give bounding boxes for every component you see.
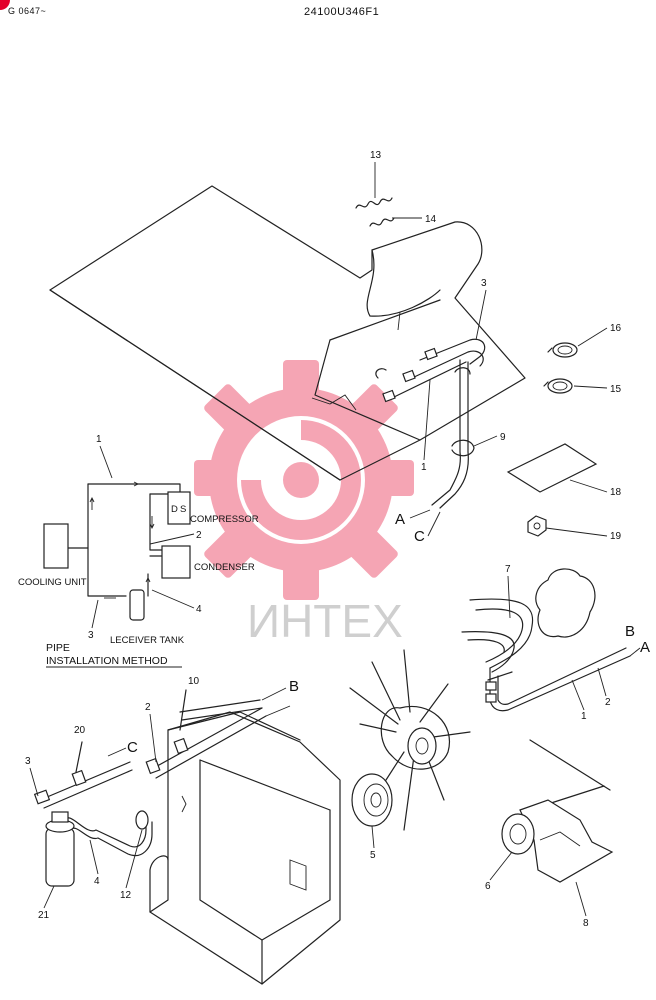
schematic-callout-1: 1	[96, 434, 102, 445]
connection-letter-a-right: A	[640, 639, 650, 656]
callout-3-lower: 3	[25, 756, 31, 767]
receiver-tank-box	[129, 589, 145, 621]
compressor-bracket	[501, 739, 614, 883]
callout-18: 18	[610, 487, 622, 498]
callout-15: 15	[610, 384, 622, 395]
condenser-radiator	[149, 699, 341, 985]
callout-7: 7	[505, 564, 511, 575]
port-s-label: S	[180, 504, 186, 515]
compressor-label: COMPRESSOR	[190, 514, 259, 525]
callout-3-top: 3	[481, 278, 487, 289]
callout-1-right: 1	[581, 711, 587, 722]
condenser-label: CONDENSER	[194, 562, 255, 573]
callout-6: 6	[485, 881, 491, 892]
condenser-box	[161, 545, 191, 579]
callout-16: 16	[610, 323, 622, 334]
schematic-callout-4: 4	[196, 604, 202, 615]
connection-letter-c-lower: C	[127, 739, 138, 756]
part-code-label: 24100U346F1	[304, 6, 380, 18]
callout-12: 12	[120, 890, 132, 901]
callout-14: 14	[425, 214, 437, 225]
port-d-label: D	[171, 504, 178, 515]
schematic-callout-2: 2	[196, 530, 202, 541]
pipe-installation-schematic: D S COMPRESSOR CONDENSER COOLING UNIT LE…	[18, 434, 259, 668]
receiver-tank-label: LECEIVER TANK	[110, 635, 185, 646]
schematic-callout-3: 3	[88, 630, 94, 641]
callout-13: 13	[370, 150, 382, 161]
cab-hose-assembly	[375, 338, 486, 509]
cooling-unit-box	[43, 523, 69, 569]
callout-5: 5	[370, 850, 376, 861]
callout-10: 10	[188, 676, 200, 687]
nut-19	[527, 515, 547, 537]
serial-range-label: G 0647~	[8, 6, 47, 16]
connection-letter-b-lower: B	[289, 678, 299, 695]
compressor-box	[167, 491, 191, 525]
callout-9: 9	[500, 432, 506, 443]
callout-20: 20	[74, 725, 86, 736]
fan-and-pulley	[349, 649, 471, 831]
callout-21: 21	[38, 910, 50, 921]
callout-labels: 13 14 3 16 15 9 1 18 19 7 1 2 5	[25, 150, 622, 929]
connection-letter-c-top: C	[414, 528, 425, 545]
band-clamps-15-16	[543, 342, 578, 394]
receiver-piping	[33, 689, 291, 857]
callout-2-lower: 2	[145, 702, 151, 713]
callout-1-top: 1	[421, 462, 427, 473]
callout-8: 8	[583, 918, 589, 929]
watermark-gear-logo	[194, 360, 414, 600]
watermark-text: ИНТЕХ	[247, 595, 403, 647]
receiver-tank-21	[45, 811, 75, 887]
schematic-title-line2: INSTALLATION METHOD	[46, 655, 168, 667]
connection-letter-a-top: A	[395, 511, 405, 528]
cover-plate-18	[506, 443, 598, 493]
cooling-unit-label: COOLING UNIT	[18, 577, 87, 588]
hose-clips-13-14	[355, 197, 395, 227]
corner-mark	[0, 0, 10, 10]
connection-letters: A C B A B C	[107, 509, 650, 757]
connection-letter-b-right: B	[625, 623, 635, 640]
callout-2-right: 2	[605, 697, 611, 708]
cab-floor-panel	[49, 185, 526, 481]
callout-4-lower: 4	[94, 876, 100, 887]
callout-19: 19	[610, 531, 622, 542]
schematic-title-line1: PIPE	[46, 642, 70, 654]
compressor-hose-assembly	[461, 568, 641, 712]
